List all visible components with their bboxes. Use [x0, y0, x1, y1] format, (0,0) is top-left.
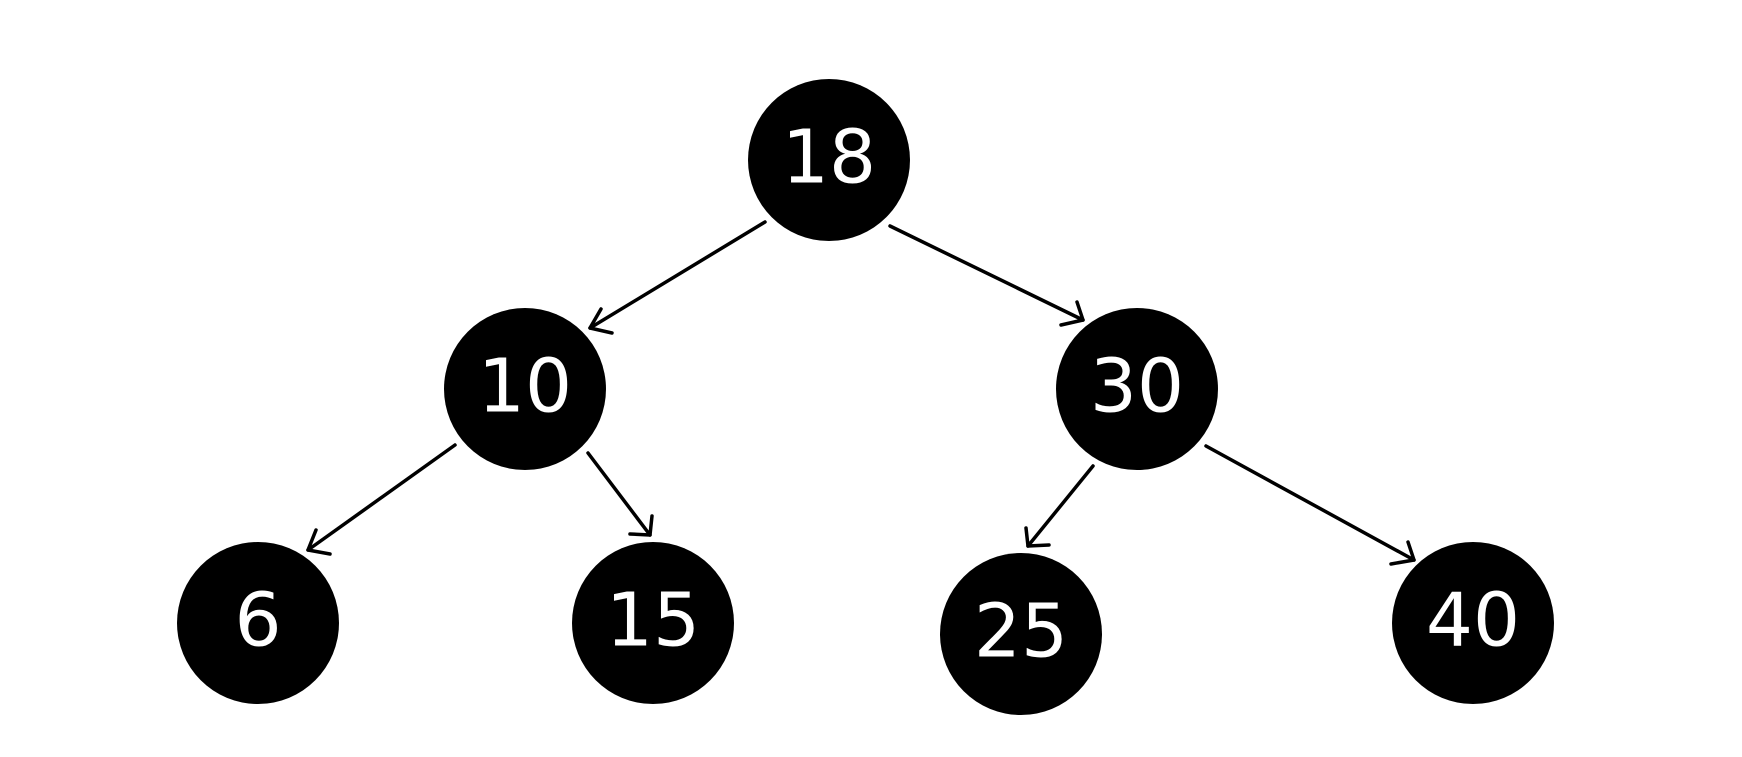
node-label: 18 — [782, 115, 876, 201]
node-label: 6 — [234, 578, 281, 664]
node-10: 10 — [444, 308, 606, 470]
node-15: 15 — [572, 542, 734, 704]
tree-edges — [306, 220, 1416, 566]
node-30: 30 — [1056, 308, 1218, 470]
node-label: 30 — [1090, 344, 1184, 430]
node-6: 6 — [177, 542, 339, 704]
edge-18-to-10 — [588, 220, 767, 335]
edge-10-to-6 — [306, 443, 457, 556]
edge-18-to-30 — [888, 224, 1085, 327]
tree-nodes: 18 10 30 6 15 25 40 — [177, 79, 1554, 715]
node-label: 15 — [606, 578, 700, 664]
node-25: 25 — [940, 553, 1102, 715]
node-40: 40 — [1392, 542, 1554, 704]
node-18: 18 — [748, 79, 910, 241]
edge-30-to-40 — [1204, 444, 1416, 566]
node-label: 10 — [478, 344, 572, 430]
edge-30-to-25 — [1024, 464, 1095, 548]
node-label: 40 — [1426, 578, 1520, 664]
node-label: 25 — [974, 589, 1068, 675]
edge-10-to-15 — [586, 451, 654, 537]
